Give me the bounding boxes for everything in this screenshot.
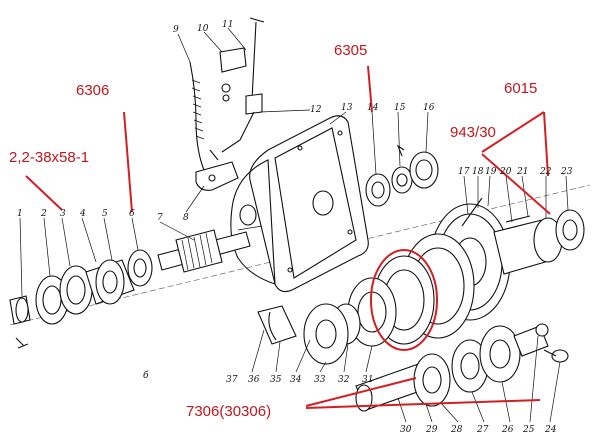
part-number-19: 19 bbox=[485, 167, 497, 177]
part-number-26: 26 bbox=[501, 425, 514, 435]
part-number-23: 23 bbox=[560, 167, 573, 177]
part-number-33: 33 bbox=[314, 375, 326, 385]
part-number-16: 16 bbox=[423, 103, 435, 113]
part-number-35: 35 bbox=[270, 375, 282, 385]
part-number-24: 24 bbox=[544, 425, 557, 435]
part-number-21: 21 bbox=[516, 167, 528, 177]
part-number-7: 7 bbox=[157, 213, 163, 223]
part-number-3: 3 bbox=[60, 209, 66, 219]
input-shaft bbox=[157, 229, 251, 273]
part-number-1: 1 bbox=[17, 209, 23, 219]
part-number-2: 2 bbox=[40, 209, 47, 219]
annotation-bearing-6305: 6305 bbox=[334, 42, 367, 59]
lower-gear-cluster bbox=[355, 323, 569, 412]
leader-lines bbox=[19, 27, 569, 423]
annotation-bearing-6306: 6306 bbox=[76, 82, 109, 99]
part-number-labels: 1 2 3 4 5 6 7 8 9 10 11 12 13 14 15 16 1… bbox=[17, 20, 573, 435]
front-cover-parts bbox=[9, 249, 153, 349]
part-number-34: 34 bbox=[290, 375, 302, 385]
part-number-5: 5 bbox=[102, 209, 108, 219]
main-shaft-gears bbox=[303, 233, 475, 365]
annotation-spec-2-2: 2,2-38x58-1 bbox=[9, 149, 89, 166]
part-number-36: 36 bbox=[248, 375, 260, 385]
part-number-10: 10 bbox=[197, 24, 209, 34]
part-number-29: 29 bbox=[425, 425, 438, 435]
part-number-15: 15 bbox=[394, 103, 406, 113]
part-number-25: 25 bbox=[522, 425, 535, 435]
shift-fork bbox=[257, 305, 297, 345]
part-number-6: 6 bbox=[129, 209, 135, 219]
part-number-18: 18 bbox=[472, 167, 484, 177]
part-number-12: 12 bbox=[310, 105, 322, 115]
part-number-28: 28 bbox=[450, 425, 463, 435]
part-number-17: 17 bbox=[458, 167, 470, 177]
part-number-32: 32 bbox=[338, 375, 350, 385]
part-number-13: 13 bbox=[341, 103, 353, 113]
part-number-31: 31 bbox=[362, 375, 373, 385]
part-number-11: 11 bbox=[222, 20, 233, 30]
part-number-14: 14 bbox=[367, 103, 379, 113]
annotation-bearing-7306: 7306(30306) bbox=[186, 403, 271, 420]
figure-letter: б bbox=[143, 370, 149, 381]
part-number-20: 20 bbox=[499, 167, 512, 177]
part-number-8: 8 bbox=[183, 213, 189, 223]
part-number-9: 9 bbox=[173, 25, 179, 35]
part-number-37: 37 bbox=[226, 375, 238, 385]
upper-bearings bbox=[365, 144, 439, 207]
annotation-bearing-6015: 6015 bbox=[504, 80, 537, 97]
housing-plate bbox=[249, 115, 369, 293]
annotation-seal-943-30: 943/30 bbox=[450, 124, 496, 141]
part-number-4: 4 bbox=[79, 209, 86, 219]
part-number-27: 27 bbox=[476, 425, 489, 435]
part-number-22: 22 bbox=[539, 167, 552, 177]
red-leader-marks bbox=[25, 65, 551, 409]
part-number-30: 30 bbox=[400, 425, 412, 435]
